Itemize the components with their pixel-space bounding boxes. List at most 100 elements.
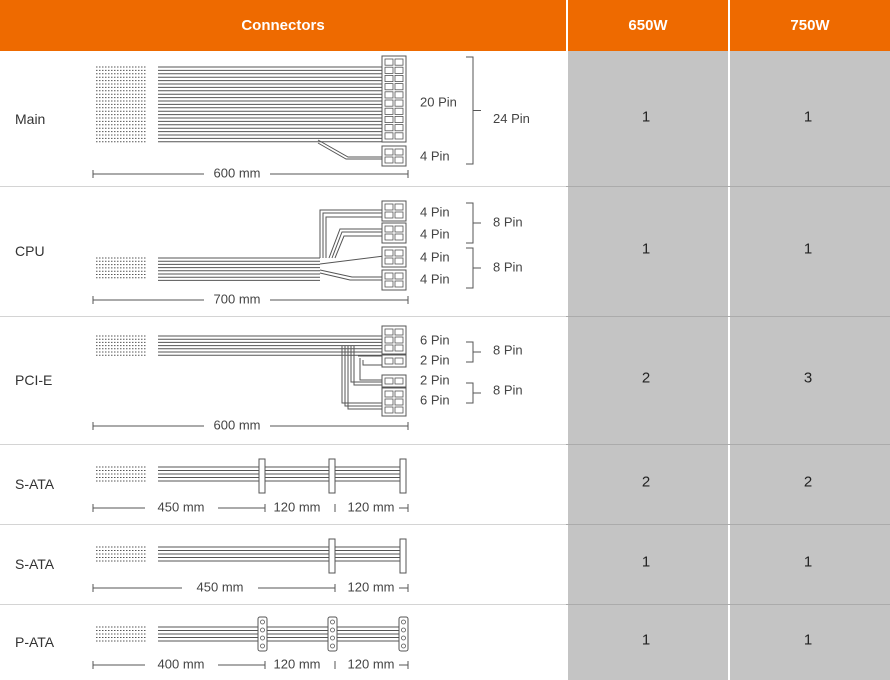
cable-length: 120 mm — [274, 656, 321, 671]
cable-length: 450 mm — [158, 499, 205, 514]
connector-pin — [384, 58, 394, 66]
group-label: 8 Pin — [493, 214, 523, 229]
molex-pin — [260, 619, 265, 625]
connector-block-icon — [381, 246, 407, 268]
connector-frame — [381, 246, 407, 268]
bracket-icon — [466, 341, 474, 363]
connector-pin — [384, 336, 394, 344]
connector-pin — [384, 377, 394, 385]
connector-pin — [394, 211, 404, 219]
connector-frame — [381, 222, 407, 244]
quantity-750w: 3 — [803, 369, 813, 387]
connector-block-icon — [381, 387, 407, 417]
connector-pin — [384, 203, 394, 211]
connector-block-icon — [381, 145, 407, 167]
connector-pin — [394, 225, 404, 233]
molex-pin — [401, 627, 406, 633]
wire-line — [341, 346, 384, 404]
connector-pin — [394, 357, 404, 365]
connector-pin — [394, 257, 404, 265]
connector-pin — [394, 148, 404, 156]
column-separator — [566, 0, 568, 680]
connector-pin — [384, 66, 394, 74]
plug-end-icon — [96, 257, 146, 279]
quantity-750w: 1 — [803, 108, 813, 125]
connector-pin — [384, 107, 394, 115]
molex-connector-icon — [257, 616, 268, 652]
connector-pin — [384, 233, 394, 241]
molex-pin — [330, 619, 335, 625]
wire-line — [334, 235, 384, 259]
pin-label: 4 Pin — [420, 148, 450, 163]
column-separator — [728, 0, 730, 680]
sata-connector-icon — [258, 458, 266, 494]
connector-pin — [384, 398, 394, 406]
connector-pin — [394, 116, 404, 124]
row-divider — [0, 524, 890, 525]
wire-line — [319, 255, 385, 265]
connector-name: Main — [15, 110, 46, 127]
molex-pin — [260, 635, 265, 641]
quantity-750w: 1 — [803, 240, 813, 258]
connector-pin — [384, 257, 394, 265]
sata-connector-icon — [399, 538, 407, 574]
pin-label: 20 Pin — [420, 94, 457, 109]
bracket-icon — [466, 56, 474, 165]
connector-pin — [394, 107, 404, 115]
plug-end-icon — [96, 626, 146, 642]
row-divider-dark — [566, 316, 890, 317]
connector-pin — [384, 148, 394, 156]
cable-length: 600 mm — [214, 417, 261, 432]
cable-diagram: 450 mm 120 mm 120 mm — [92, 458, 409, 514]
connector-pin — [394, 58, 404, 66]
plug-end-icon — [96, 66, 146, 143]
wire-bundle-icon — [158, 466, 405, 482]
connector-pin — [384, 390, 394, 398]
connector-pin — [394, 203, 404, 211]
cable-length: 700 mm — [214, 291, 261, 306]
connector-pin — [384, 280, 394, 288]
connector-block-icon — [381, 200, 407, 222]
connector-pin — [384, 406, 394, 414]
sata-connector-icon — [328, 538, 336, 574]
cable-length: 120 mm — [274, 499, 321, 514]
connector-frame — [381, 55, 407, 143]
wire-bundle-icon — [158, 66, 384, 143]
connector-frame — [381, 269, 407, 291]
molex-connector-icon — [327, 616, 338, 652]
connector-name: S-ATA — [15, 556, 55, 572]
connector-frame — [381, 374, 407, 388]
pin-label: 6 Pin — [420, 332, 450, 347]
molex-pin — [260, 627, 265, 633]
row-divider-dark — [566, 604, 890, 605]
row-divider — [0, 444, 890, 445]
connector-pin — [394, 83, 404, 91]
connector-pin — [384, 225, 394, 233]
cable-length: 600 mm — [214, 165, 261, 180]
connector-block-icon — [381, 325, 407, 355]
pin-label: 4 Pin — [420, 271, 450, 286]
header-750w: 750W — [730, 0, 890, 51]
connector-pin — [394, 344, 404, 352]
molex-body — [327, 616, 338, 652]
group-label: 8 Pin — [493, 382, 523, 397]
wire-bundle-icon — [341, 346, 384, 410]
connector-pin — [384, 99, 394, 107]
plug-end-icon — [96, 466, 146, 482]
quantity-750w: 2 — [803, 473, 813, 491]
cable-length: 120 mm — [348, 499, 395, 514]
quantity-750w: 1 — [803, 631, 813, 649]
bracket-icon — [466, 382, 474, 404]
connector-pin — [384, 328, 394, 336]
connector-pin — [384, 211, 394, 219]
row-divider — [0, 316, 890, 317]
cable-length: 120 mm — [348, 579, 395, 594]
wire-line — [331, 231, 384, 259]
wire-line — [362, 360, 384, 366]
